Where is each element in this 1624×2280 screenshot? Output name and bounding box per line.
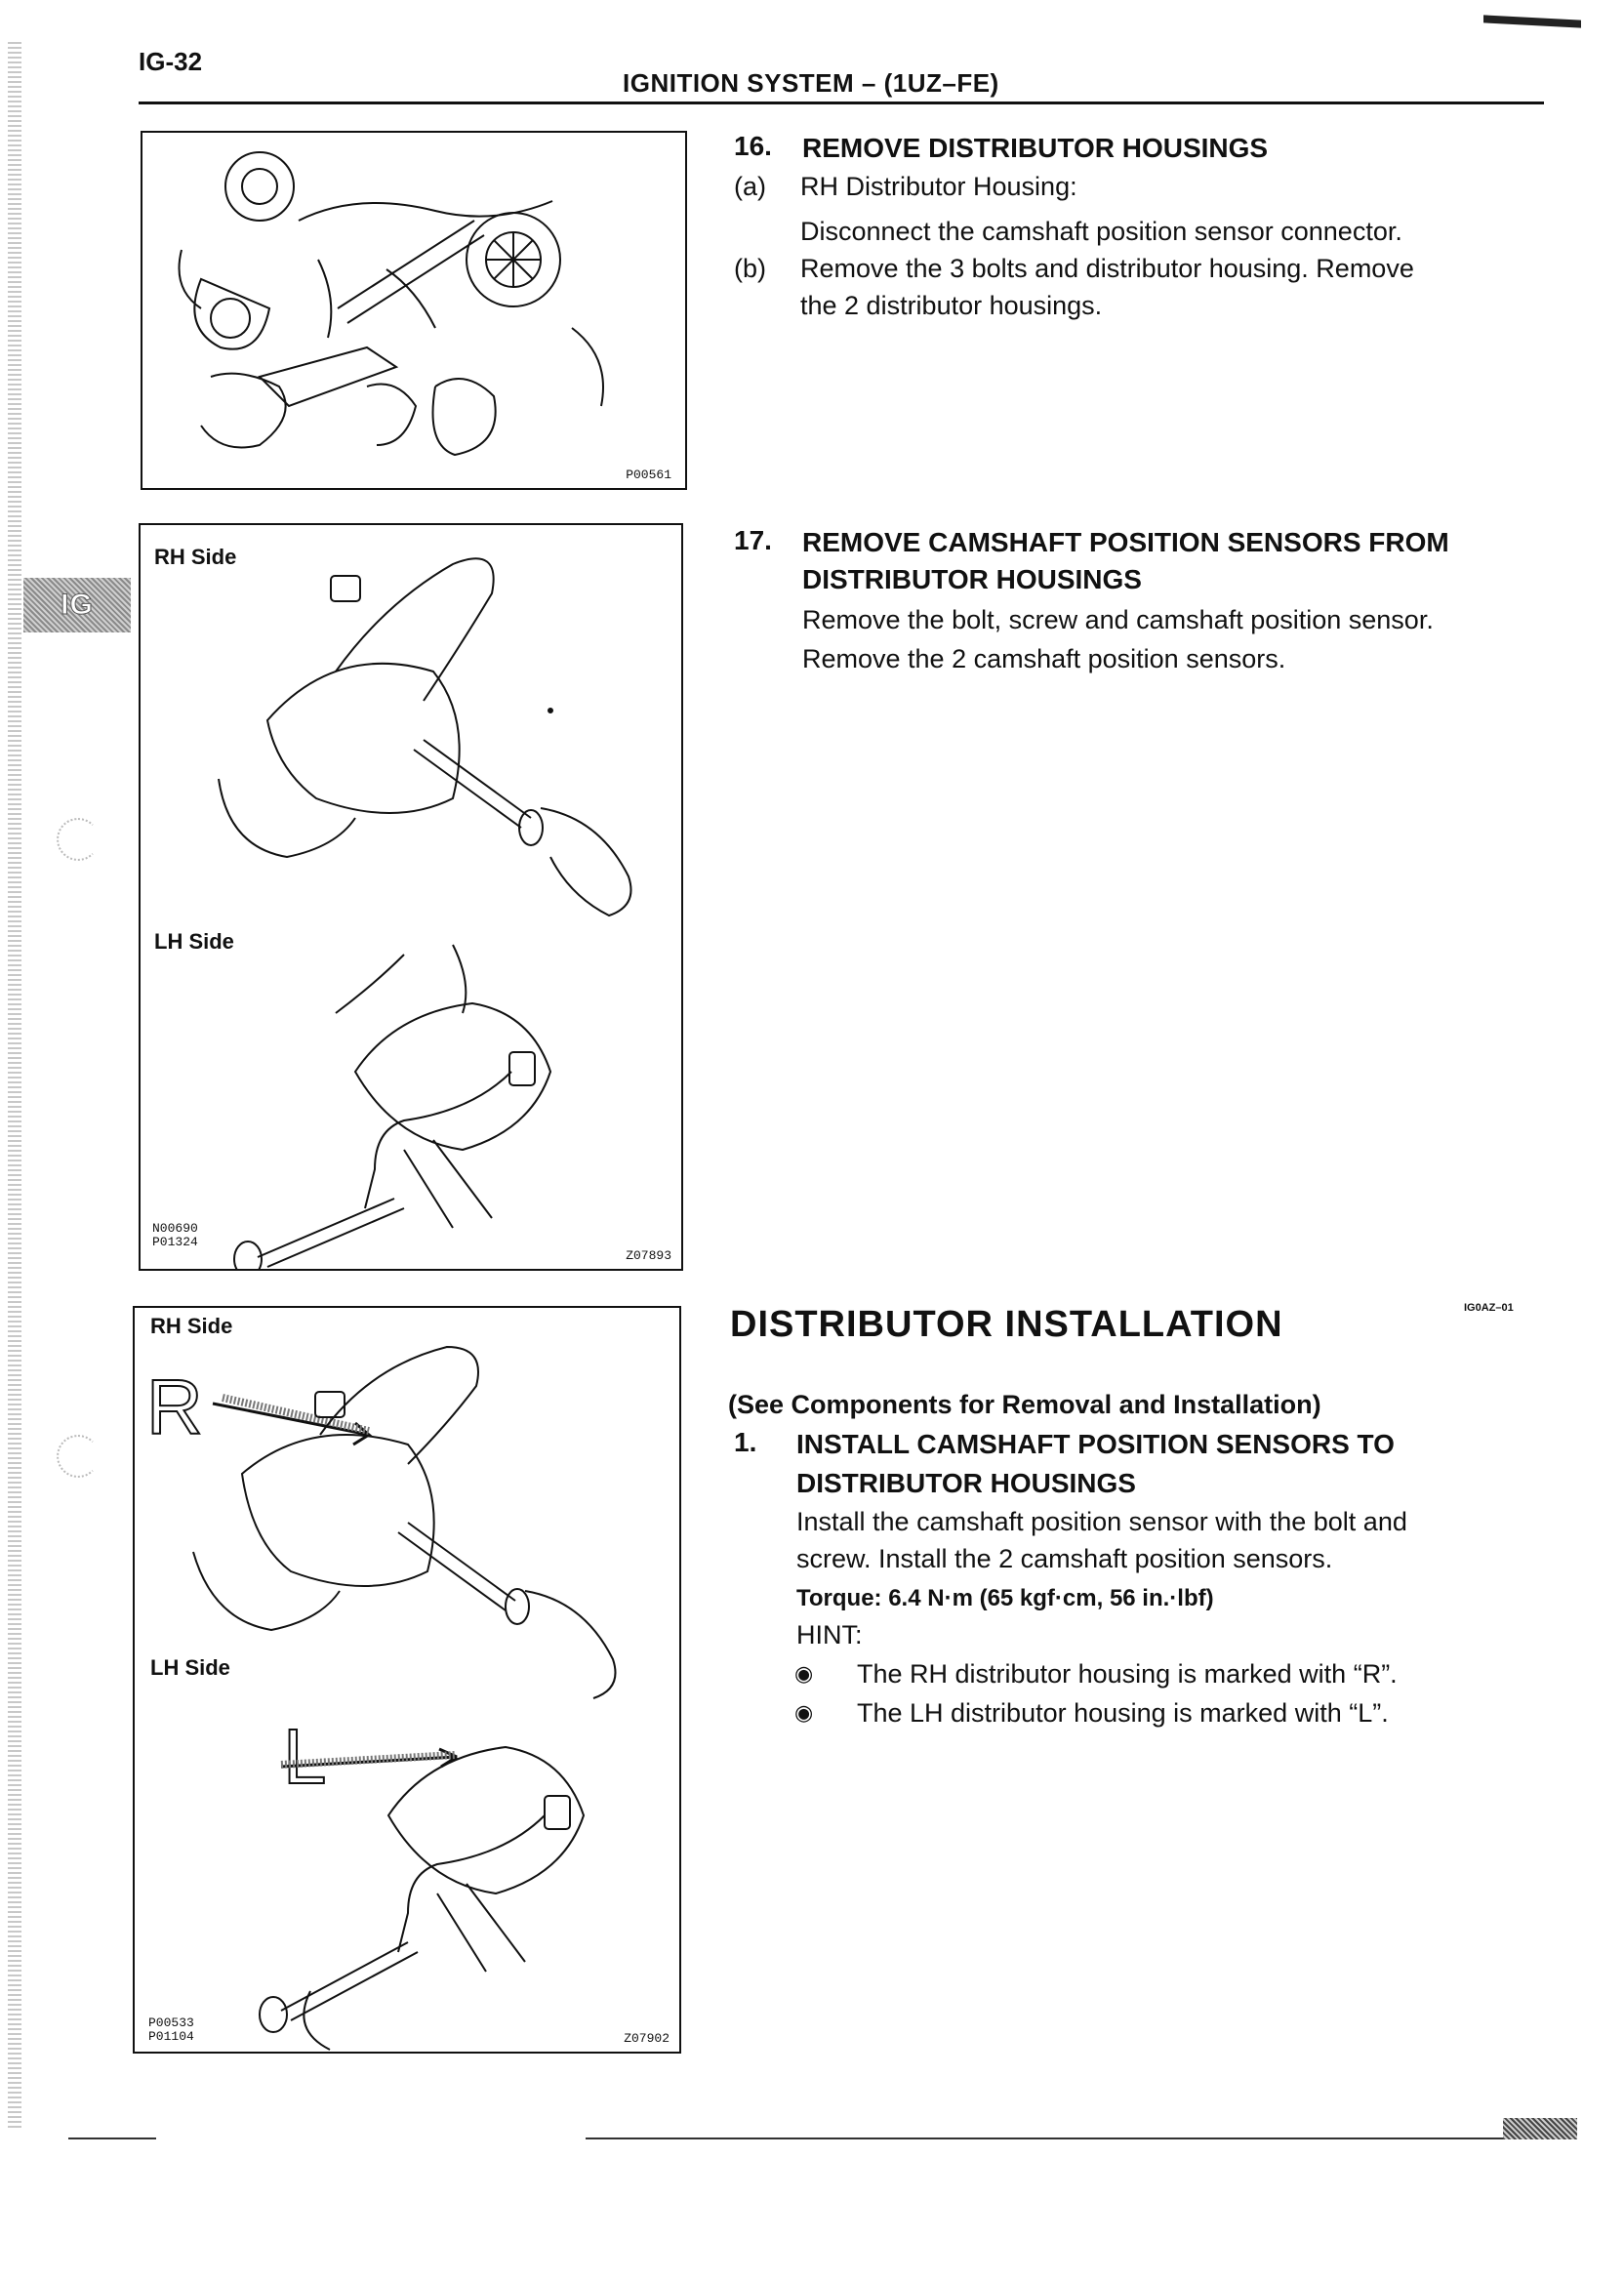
hint-label: HINT: bbox=[796, 1620, 863, 1649]
rh-side-label: RH Side bbox=[154, 545, 237, 569]
lh-side-label: LH Side bbox=[150, 1655, 230, 1680]
figure-install-sensors: RH Side R LH Side L P00533 P01104 Z07902 bbox=[133, 1306, 681, 2054]
footer-scan-mark bbox=[1503, 2118, 1577, 2139]
figure-code-right: Z07902 bbox=[624, 2031, 670, 2046]
see-components-note: (See Components for Removal and Installa… bbox=[728, 1390, 1321, 1419]
figure-code-left: N00690 P01324 bbox=[152, 1221, 198, 1249]
install-step-1-title-line1: INSTALL CAMSHAFT POSITION SENSORS TO bbox=[796, 1429, 1395, 1459]
housing-mark-l: L bbox=[282, 1713, 327, 1800]
engine-illustration bbox=[178, 151, 604, 457]
step-16-title: REMOVE DISTRIBUTOR HOUSINGS bbox=[802, 133, 1269, 163]
punch-hole bbox=[57, 818, 100, 861]
section-code: IG0AZ–01 bbox=[1464, 1302, 1514, 1314]
page-code: IG-32 bbox=[139, 47, 203, 76]
hint-item: The LH distributor housing is marked wit… bbox=[857, 1698, 1389, 1728]
step-16a-marker: (a) bbox=[734, 172, 766, 201]
install-step-1-title-line2: DISTRIBUTOR HOUSINGS bbox=[796, 1468, 1136, 1498]
step-17-line1: Remove the bolt, screw and camshaft posi… bbox=[802, 605, 1434, 634]
figure-code: P00561 bbox=[626, 468, 671, 482]
step-16a-line1: RH Distributor Housing: bbox=[800, 172, 1077, 201]
bullet-icon: ◉ bbox=[794, 1700, 814, 1725]
install-step-1-number: 1. bbox=[734, 1427, 757, 1457]
section-tab: IG bbox=[23, 578, 131, 632]
sensor-illustration bbox=[218, 557, 632, 1269]
step-17-title-line2: DISTRIBUTOR HOUSINGS bbox=[802, 564, 1142, 594]
section-tab-label: IG bbox=[61, 589, 94, 622]
header-rule bbox=[139, 102, 1544, 104]
lh-side-label: LH Side bbox=[154, 929, 234, 954]
housing-mark-r: R bbox=[145, 1364, 204, 1450]
step-17-line2: Remove the 2 camshaft position sensors. bbox=[802, 644, 1286, 673]
section-title: DISTRIBUTOR INSTALLATION bbox=[730, 1304, 1283, 1345]
footer-rule bbox=[68, 2138, 156, 2139]
figure-code-left: P00533 P01104 bbox=[148, 2015, 194, 2044]
step-16a-line2: Disconnect the camshaft position sensor … bbox=[800, 217, 1402, 246]
install-step-1-line2: screw. Install the 2 camshaft position s… bbox=[796, 1544, 1333, 1573]
step-17-title-line1: REMOVE CAMSHAFT POSITION SENSORS FROM bbox=[802, 527, 1449, 557]
footer-rule bbox=[586, 2138, 1562, 2139]
step-16b-line1: Remove the 3 bolts and distributor housi… bbox=[800, 254, 1414, 283]
figure-remove-sensors: RH Side LH Side N00690 P01324 Z07893 bbox=[139, 523, 683, 1271]
rh-side-label: RH Side bbox=[150, 1314, 233, 1338]
step-16-number: 16. bbox=[734, 131, 772, 161]
step-17-number: 17. bbox=[734, 525, 772, 555]
binding-edge bbox=[8, 39, 21, 2128]
torque-spec: Torque: 6.4 N·m (65 kgf·cm, 56 in.·lbf) bbox=[796, 1585, 1214, 1611]
corner-scan-mark bbox=[1483, 15, 1581, 28]
step-16b-line2: the 2 distributor housings. bbox=[800, 291, 1103, 320]
figure-code-right: Z07893 bbox=[626, 1248, 671, 1263]
step-16b-marker: (b) bbox=[734, 254, 766, 283]
install-step-1-line1: Install the camshaft position sensor wit… bbox=[796, 1507, 1407, 1536]
running-title: IGNITION SYSTEM – (1UZ–FE) bbox=[623, 68, 999, 98]
hint-item: The RH distributor housing is marked wit… bbox=[857, 1659, 1398, 1689]
install-illustration bbox=[192, 1345, 617, 2051]
punch-hole bbox=[57, 1435, 100, 1478]
bullet-icon: ◉ bbox=[794, 1661, 814, 1686]
figure-remove-housings: P00561 bbox=[141, 131, 687, 490]
